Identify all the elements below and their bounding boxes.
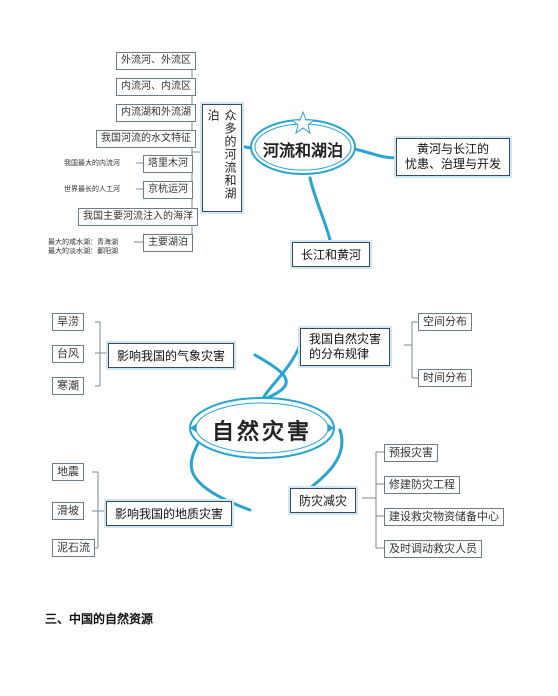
branch-lakes-type: 内流湖和外流湖	[116, 104, 196, 122]
item-temporal: 时间分布	[418, 369, 472, 387]
banner-yellow-yangtze: 黄河与长江的 忧患、治理与开发	[396, 138, 511, 176]
item-typhoon: 台风	[52, 345, 84, 363]
banner-weather-disasters: 影响我国的气象灾害	[108, 343, 235, 368]
banner-line-2: 忧患、治理与开发	[405, 157, 502, 171]
item-drought-flood: 旱涝	[52, 313, 84, 331]
item-cold-wave: 寒潮	[52, 377, 84, 395]
note-tarim: 我国最大的内流河	[64, 159, 120, 167]
map2-center-title: 自然灾害	[211, 419, 312, 445]
branch-tarim: 塔里木河	[143, 155, 193, 173]
item-reserve-center: 建设救灾物资储备中心	[384, 508, 504, 526]
note-canal: 世界最长的人工河	[64, 185, 120, 193]
section-heading: 三、中国的自然资源	[45, 612, 154, 626]
branch-main-lakes: 主要湖泊	[143, 234, 193, 252]
item-earthquake: 地震	[52, 463, 84, 481]
branch-hydrology: 我国河流的水文特征	[96, 130, 196, 148]
item-spatial: 空间分布	[418, 313, 472, 331]
branch-oceans: 我国主要河流注入的海洋	[78, 208, 198, 226]
branch-canal: 京杭运河	[143, 181, 193, 199]
banner-line-1: 黄河与长江的	[417, 142, 490, 156]
banner-changjiang-huanghe: 长江和黄河	[292, 242, 371, 267]
vertical-banner-rivers-lakes: 众多的河流和湖泊	[202, 104, 242, 212]
note-lake-salt: 最大的咸水湖：青海湖	[48, 238, 118, 246]
item-debris-flow: 泥石流	[52, 539, 95, 557]
banner-distribution: 我国自然灾害 的分布规律	[300, 328, 391, 366]
banner-distribution-line-2: 的分布规律	[309, 347, 370, 361]
item-dispatch: 及时调动救灾人员	[384, 540, 482, 558]
item-engineering: 修建防灾工程	[384, 476, 460, 494]
item-forecast: 预报灾害	[384, 444, 438, 462]
note-lake-fresh: 最大的淡水湖：鄱阳湖	[48, 247, 118, 255]
item-landslide: 滑坡	[52, 502, 84, 520]
branch-inflow: 内流河、内流区	[116, 78, 196, 96]
banner-geo-disasters: 影响我国的地质灾害	[106, 501, 233, 526]
branch-outflow: 外流河、外流区	[116, 52, 196, 70]
banner-prevention: 防灾减灾	[290, 488, 357, 513]
banner-distribution-line-1: 我国自然灾害	[309, 332, 382, 346]
map1-center-title: 河流和湖泊	[262, 141, 343, 160]
